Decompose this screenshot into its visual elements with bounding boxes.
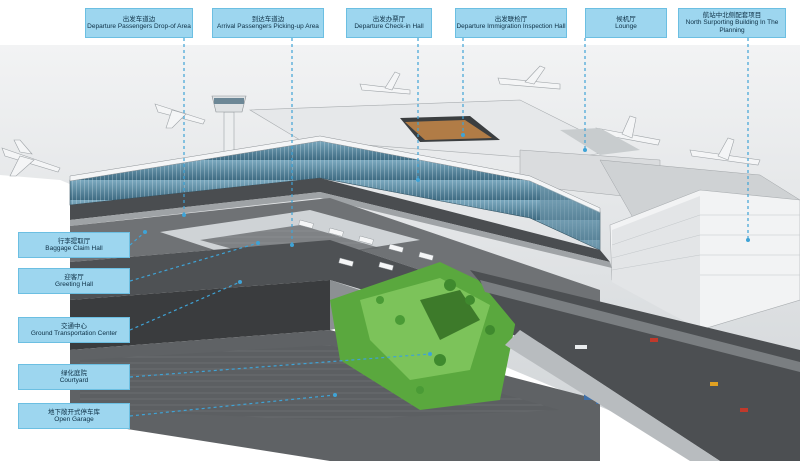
label-en: Courtyard [59,377,89,384]
label-zh: 地下敞开式停车库 [48,408,100,416]
terminal-curtain-wall [69,135,601,251]
label-zh: 行李提取厅 [57,237,91,245]
ground-transportation-bays [298,219,434,271]
leader-lines-top [183,38,749,245]
label-zh: 到达车道边 [251,15,285,23]
airplane-icon [359,71,411,95]
leader-points-top [182,133,750,247]
label-en: Lounge [615,23,637,30]
label-en: North Surporting Building In The Plannin… [685,19,779,34]
north-supporting-building [609,189,800,331]
label-zh: 出发办票厅 [372,15,406,23]
label-en: Open Garage [54,416,94,423]
label-zh: 交通中心 [61,322,87,330]
label-en: Departure Passengers Drop-of Area [87,23,191,30]
label-departure-check-in-hall[interactable]: 出发办票厅 Departure Check-in Hall [346,8,432,38]
label-departure-immigration-inspection-hall[interactable]: 出发联检厅 Departure Immigration Inspection H… [455,8,567,38]
label-zh: 迎客厅 [64,273,84,281]
label-zh: 候机厅 [616,15,636,23]
label-zh: 绿化庭院 [61,369,87,377]
label-en: Arrival Passengers Picking-up Area [217,23,319,30]
label-arrival-picking-up-area[interactable]: 到达车道边 Arrival Passengers Picking-up Area [212,8,324,38]
label-zh: 出发车道边 [122,15,156,23]
label-greeting-hall[interactable]: 迎客厅 Greeting Hall [18,268,130,294]
label-ground-transportation-center[interactable]: 交通中心 Ground Transportation Center [18,317,130,343]
airplane-icon [497,65,561,90]
label-en: Greeting Hall [55,281,93,288]
departure-roadway [70,178,612,268]
label-en: Departure Immigration Inspection Hall [456,23,566,30]
label-en: Departure Check-in Hall [354,23,424,30]
airplane-icon [1,139,61,177]
label-baggage-claim-hall[interactable]: 行李提取厅 Baggage Claim Hall [18,232,130,258]
leader-lines-left [129,231,431,417]
airport-roads [470,270,800,461]
leader-points-left [143,230,432,397]
label-courtyard[interactable]: 绿化庭院 Courtyard [18,364,130,390]
label-en: Ground Transportation Center [30,330,118,337]
label-en: Baggage Claim Hall [45,245,103,252]
label-lounge[interactable]: 候机厅 Lounge [585,8,667,38]
airplane-icon [689,137,761,166]
label-departure-drop-off-area[interactable]: 出发车道边 Departure Passengers Drop-of Area [85,8,193,38]
courtyard-garden [330,262,520,410]
airplane-icon [154,103,206,129]
label-zh: 航站中北侧配套项目 [702,11,762,19]
label-zh: 出发联检厅 [494,15,528,23]
label-open-garage[interactable]: 地下敞开式停车库 Open Garage [18,403,130,429]
label-north-supporting-building[interactable]: 航站中北侧配套项目 North Surporting Building In T… [678,8,786,38]
control-tower [211,95,247,153]
